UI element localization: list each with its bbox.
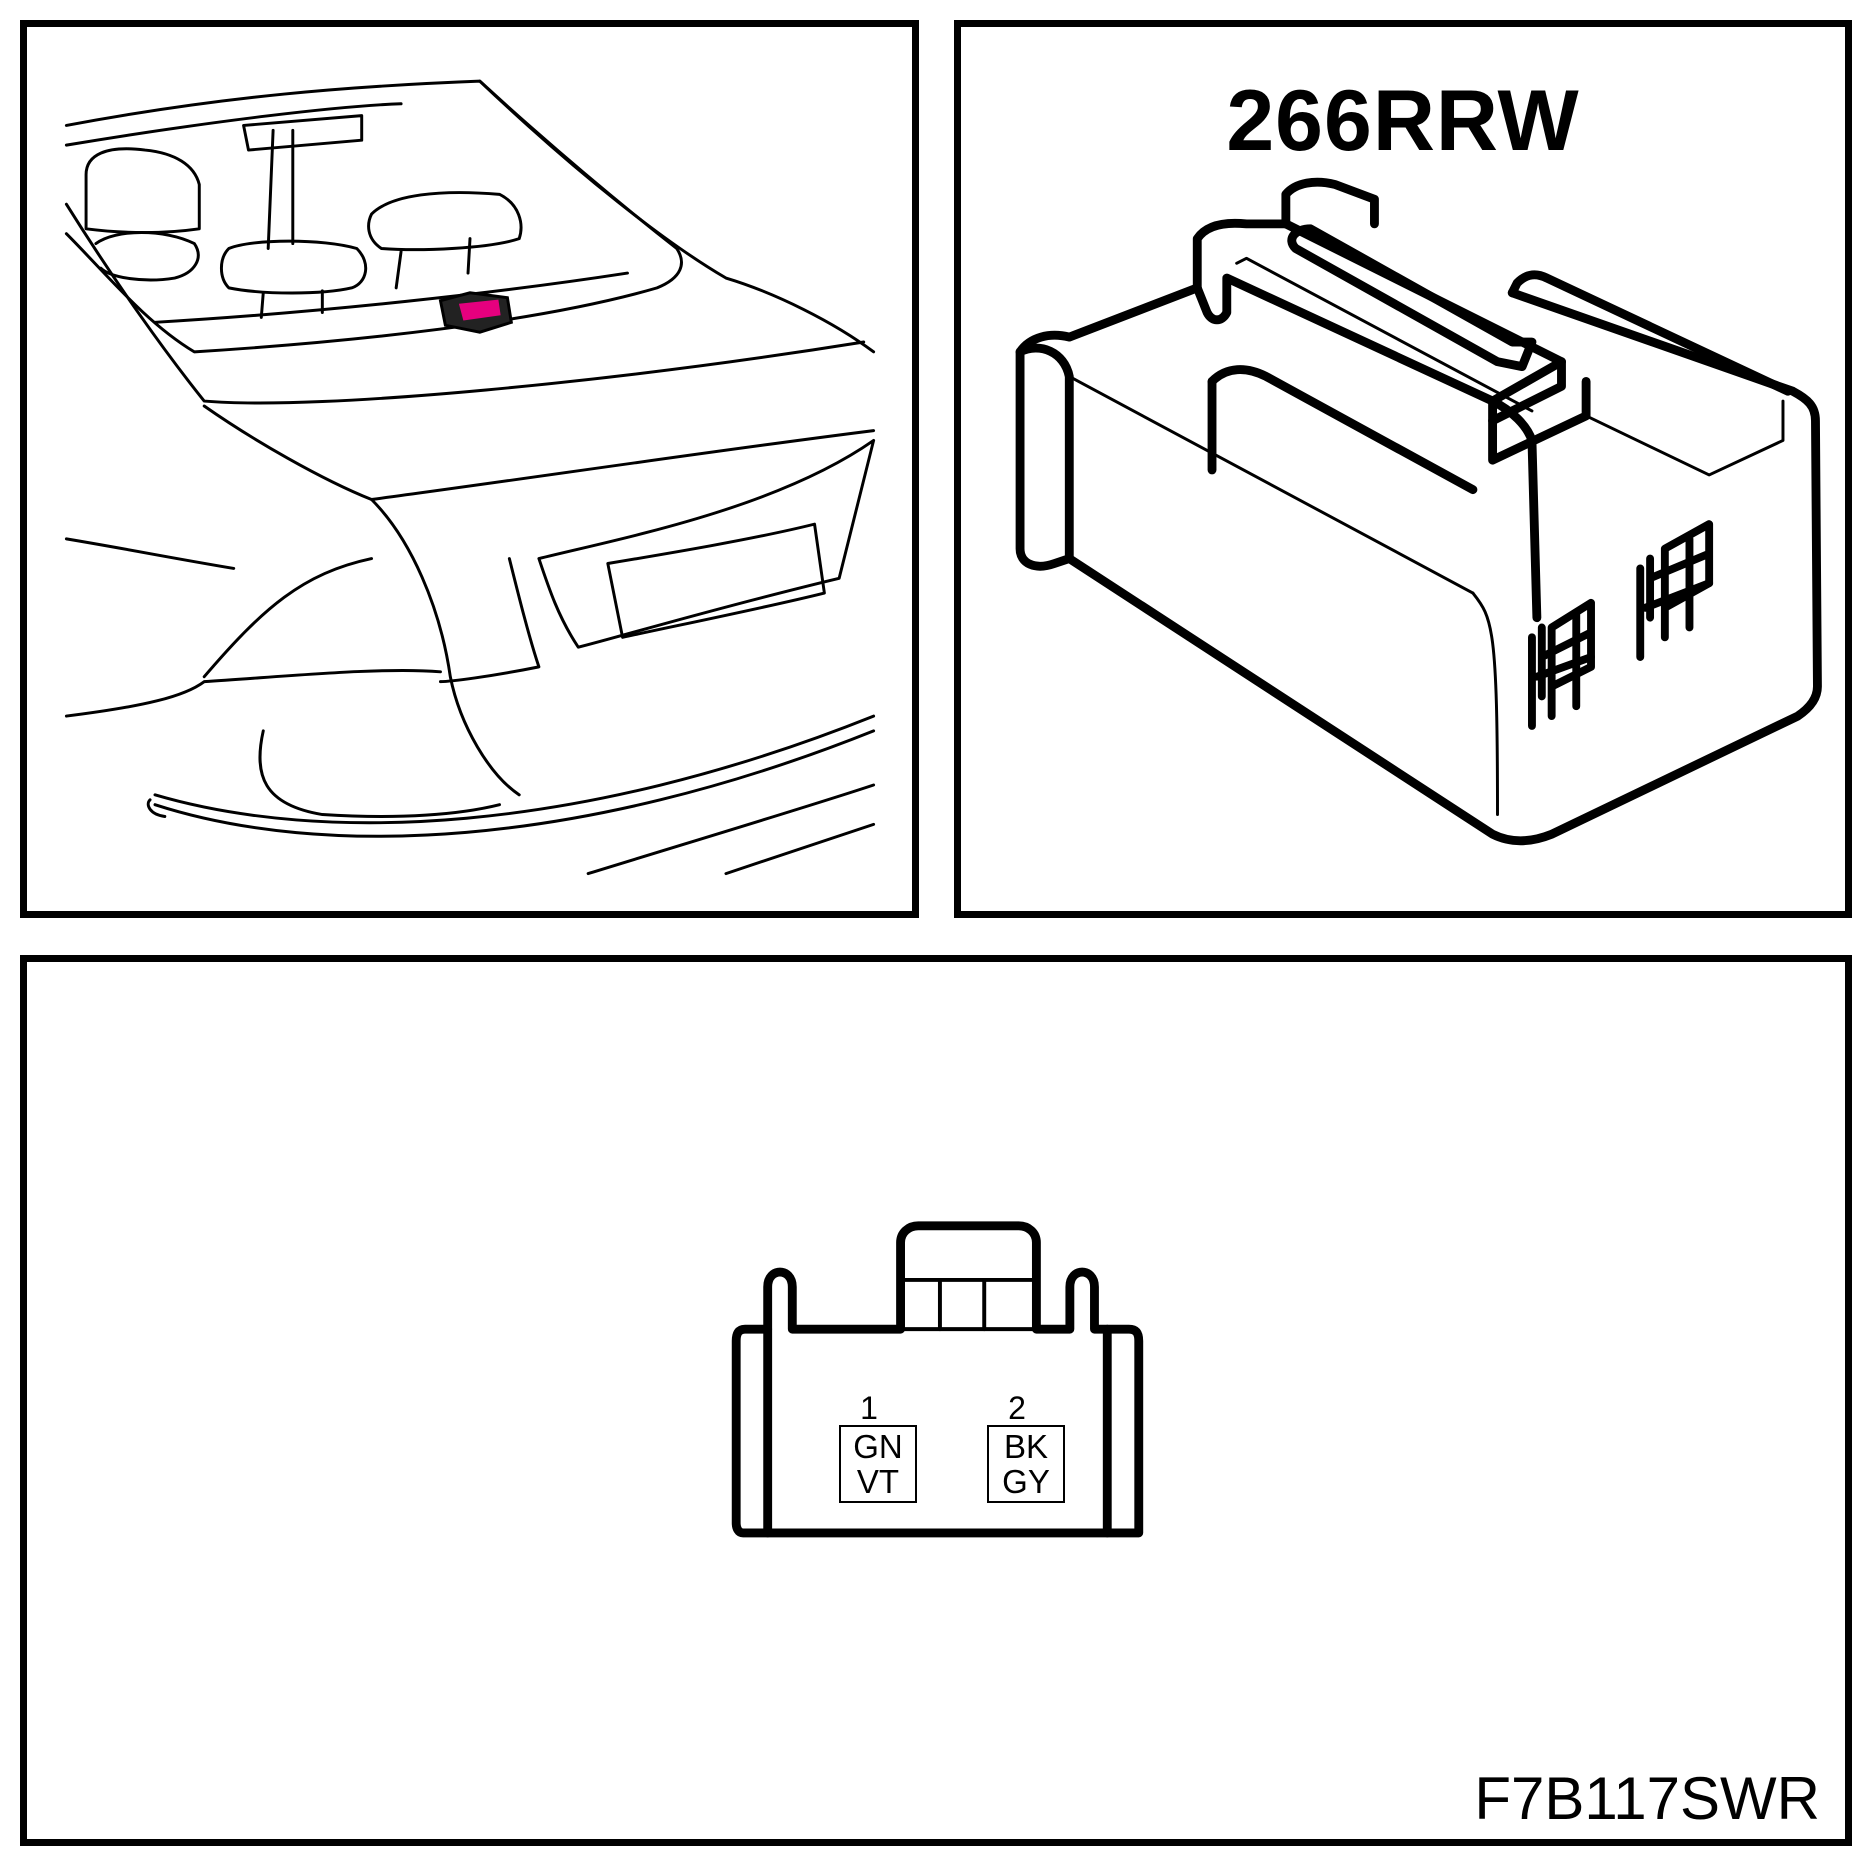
connector-code-label: 266RRW: [1226, 73, 1580, 169]
pin-2-color-2: GY: [1002, 1463, 1050, 1500]
pin-2-number: 2: [1008, 1390, 1026, 1426]
connector-isometric-illustration: [1015, 177, 1822, 846]
rear-window-outline: [64, 79, 683, 354]
pin-1-wire-colors: GN VT: [839, 1425, 917, 1503]
license-plate: [606, 522, 826, 639]
connector-latch: [1287, 224, 1537, 372]
connector-view-panel: 266RRW: [954, 20, 1852, 918]
pinout-panel: 1 GN VT 2 BK GY F7B117SWR: [20, 955, 1852, 1846]
terminal-2: [1646, 520, 1714, 642]
housing-left-cap: [1015, 343, 1074, 571]
connector-face-body: [731, 1221, 1144, 1538]
figure-code-label: F7B117SWR: [1474, 1765, 1820, 1832]
headrest-center: [219, 239, 368, 295]
headrest-right: [367, 191, 523, 252]
location-view-panel: [20, 20, 919, 918]
pin-1-color-2: VT: [856, 1463, 900, 1500]
pin-2-wire-colors: BK GY: [987, 1425, 1065, 1503]
connector-location-marker: [438, 291, 513, 334]
vehicle-rear-illustration: [64, 79, 876, 876]
pin-2-color-1: BK: [1003, 1428, 1049, 1465]
pin-1-color-1: GN: [853, 1428, 903, 1465]
pin-1-number: 1: [860, 1390, 878, 1426]
high-mount-lamp: [242, 114, 364, 152]
connector-face-illustration: [731, 1221, 1144, 1538]
